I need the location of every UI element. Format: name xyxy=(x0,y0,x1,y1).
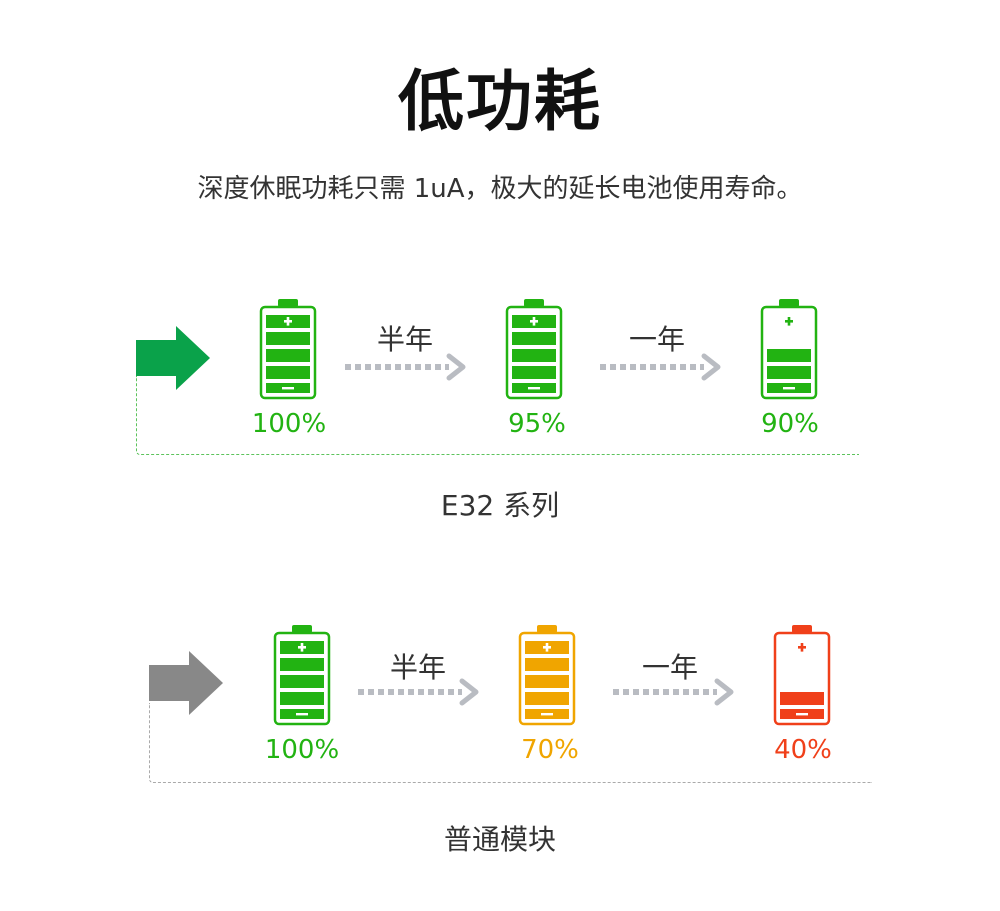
battery-bar xyxy=(512,349,556,362)
minus-sign xyxy=(783,387,795,390)
arrow-head xyxy=(701,353,721,381)
arrow-head xyxy=(714,678,734,706)
battery-bar xyxy=(266,349,310,362)
battery-icon xyxy=(259,299,317,400)
battery-icon xyxy=(505,299,563,400)
battery-icon xyxy=(518,625,576,726)
e32-row: 100% 半年 95% 一年 90% E32 系列 xyxy=(0,0,1000,522)
period-label: 一年 xyxy=(641,651,698,684)
period-label: 半年 xyxy=(376,323,433,356)
battery-bar xyxy=(266,366,310,379)
e32-arrow-icon xyxy=(136,326,210,390)
battery-percent: 40% xyxy=(774,735,832,765)
minus-sign xyxy=(796,713,808,716)
e32-arrow-shape xyxy=(136,326,210,390)
battery-percent: 100% xyxy=(264,735,340,765)
minus-sign xyxy=(528,387,540,390)
normal-bracket xyxy=(149,703,872,783)
normal-arrow-icon xyxy=(149,651,223,715)
dashed-arrow-icon xyxy=(613,678,734,706)
battery-bar xyxy=(767,366,811,379)
plus-sign xyxy=(787,317,791,326)
battery-cap xyxy=(792,625,812,633)
battery-icon xyxy=(760,299,818,400)
plus-sign xyxy=(300,643,304,652)
battery-bar xyxy=(767,349,811,362)
battery-cap xyxy=(278,299,298,307)
row-label: 普通模块 xyxy=(443,823,556,856)
battery-percent: 70% xyxy=(521,735,579,765)
row-label: E32 系列 xyxy=(440,489,560,522)
page-subtitle: 深度休眠功耗只需 1uA，极大的延长电池使用寿命。 xyxy=(197,174,803,204)
plus-sign xyxy=(545,643,549,652)
dashed-arrow-icon xyxy=(600,353,721,381)
dashed-arrow-icon xyxy=(358,678,479,706)
page-title: 低功耗 xyxy=(398,63,602,140)
battery-cap xyxy=(537,625,557,633)
battery-icon xyxy=(773,625,831,726)
arrow-head xyxy=(446,353,466,381)
battery-bar xyxy=(266,332,310,345)
battery-bar xyxy=(512,366,556,379)
battery-bar xyxy=(525,675,569,688)
plus-sign xyxy=(286,317,290,326)
minus-sign xyxy=(541,713,553,716)
battery-percent: 90% xyxy=(761,409,819,439)
plus-sign xyxy=(800,643,804,652)
period-label: 半年 xyxy=(389,651,446,684)
minus-sign xyxy=(296,713,308,716)
e32-bracket xyxy=(136,376,859,455)
arrow-head xyxy=(459,678,479,706)
battery-icon xyxy=(273,625,331,726)
battery-cap xyxy=(524,299,544,307)
battery-bar xyxy=(780,692,824,705)
period-label: 一年 xyxy=(628,323,685,356)
battery-bar xyxy=(280,658,324,671)
normal-row: 100% 半年 70% 一年 40% 普通模块 xyxy=(0,0,1000,856)
dashed-arrow-icon xyxy=(345,353,466,381)
battery-bar xyxy=(525,658,569,671)
battery-bar xyxy=(525,692,569,705)
battery-cap xyxy=(779,299,799,307)
battery-bar xyxy=(512,332,556,345)
minus-sign xyxy=(282,387,294,390)
plus-sign xyxy=(532,317,536,326)
battery-bar xyxy=(280,692,324,705)
battery-percent: 95% xyxy=(508,409,566,439)
battery-percent: 100% xyxy=(251,409,327,439)
battery-cap xyxy=(292,625,312,633)
normal-arrow-shape xyxy=(149,651,223,715)
battery-bar xyxy=(280,675,324,688)
